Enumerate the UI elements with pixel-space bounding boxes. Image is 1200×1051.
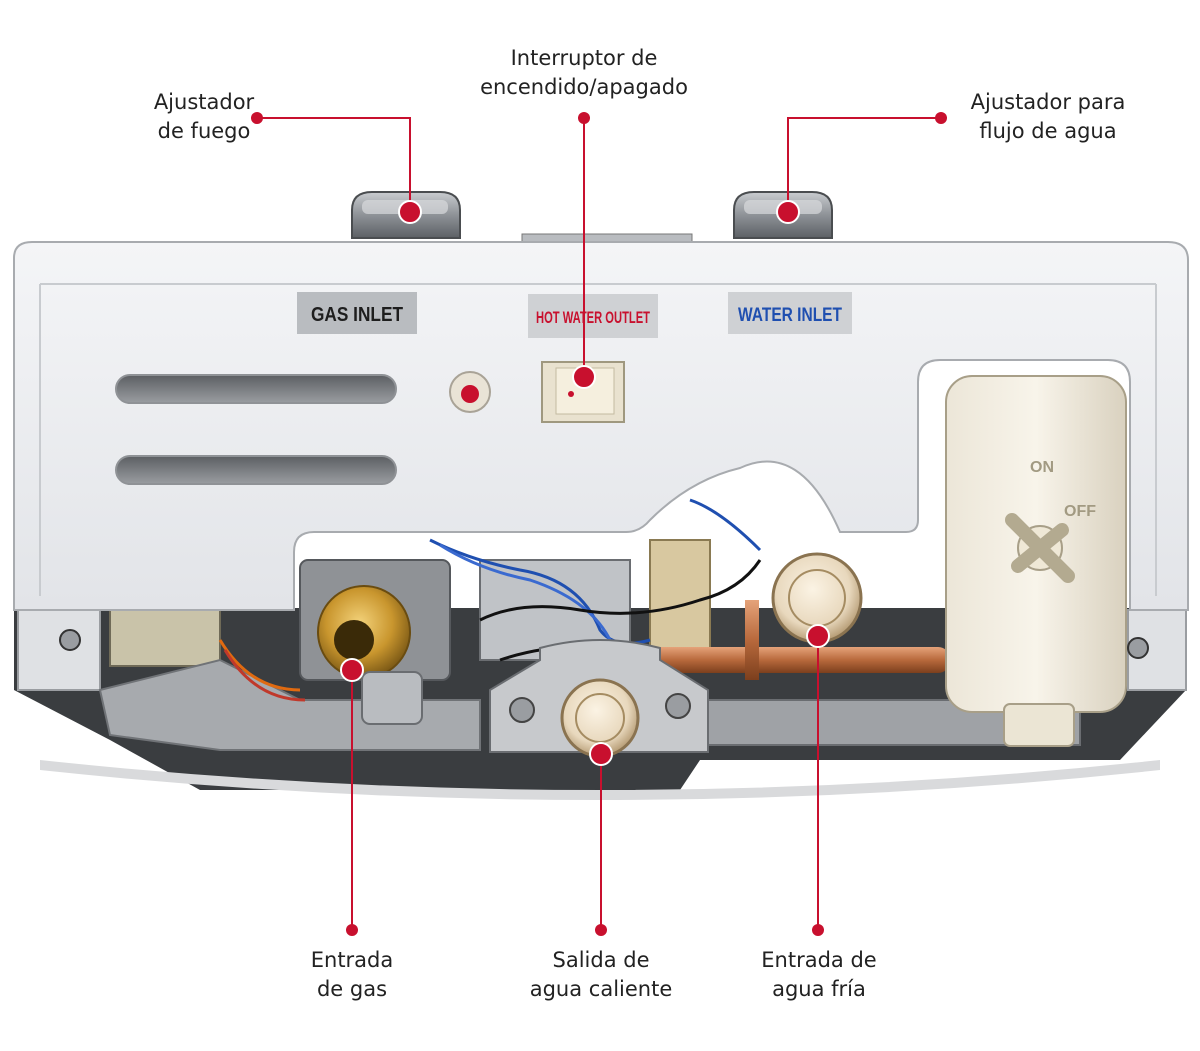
dot-power-switch-label — [578, 112, 590, 124]
gas-inlet-sticker — [297, 292, 417, 334]
water-inlet-sticker — [728, 292, 852, 334]
fire-adjuster-label-line2: de fuego — [157, 119, 251, 143]
gas-inlet-label-line1: Entrada — [310, 948, 394, 972]
dot-cold-water-inlet-label — [812, 924, 824, 936]
dot-water-flow-knob — [776, 200, 800, 224]
hot-water-outlet-sticker-text: HOT WATER OUTLET — [536, 308, 650, 327]
hot-water-outlet-label-line2: agua caliente — [529, 977, 673, 1001]
leader-water-flow-adjuster — [787, 117, 941, 212]
power-switch-label-line2: encendido/apagado — [480, 75, 688, 99]
hot-water-outlet-label-line1: Salida de — [552, 948, 650, 972]
dot-hot-water-outlet — [589, 742, 613, 766]
gas-inlet-sticker-text: GAS INLET — [311, 304, 403, 326]
hot-water-outlet-sticker — [528, 294, 658, 338]
dot-power-switch — [572, 365, 596, 389]
water-flow-adjuster-label-line1: Ajustador para — [970, 90, 1126, 114]
valve-off-label: OFF — [1064, 503, 1096, 520]
power-switch-label: Interruptor de encendido/apagado — [464, 44, 704, 102]
lower-cabinet — [14, 498, 1187, 800]
dot-water-flow-label — [935, 112, 947, 124]
dot-cold-water-inlet — [806, 624, 830, 648]
power-switch-label-line1: Interruptor de — [510, 46, 658, 70]
fire-adjuster-label-line1: Ajustador — [153, 90, 255, 114]
water-flow-adjuster-label-line2: flujo de agua — [979, 119, 1117, 143]
callout-leaders — [251, 112, 947, 936]
dot-gas-inlet — [340, 658, 364, 682]
fire-adjuster-label: Ajustador de fuego — [118, 88, 290, 146]
cold-water-inlet-label: Entrada de agua fría — [738, 946, 900, 1004]
dot-hot-water-outlet-label — [595, 924, 607, 936]
dot-fire-adjuster-knob — [398, 200, 422, 224]
cold-water-inlet-label-line2: agua fría — [772, 977, 866, 1001]
water-flow-adjuster-label: Ajustador para flujo de agua — [958, 88, 1138, 146]
dot-gas-inlet-label — [346, 924, 358, 936]
gas-inlet-label-line2: de gas — [316, 977, 388, 1001]
cold-water-inlet-label-line1: Entrada de — [761, 948, 877, 972]
hot-water-outlet-label: Salida de agua caliente — [516, 946, 686, 1004]
leader-fire-adjuster — [257, 117, 411, 212]
water-inlet-sticker-text: WATER INLET — [738, 305, 842, 326]
gas-inlet-label: Entrada de gas — [282, 946, 422, 1004]
dot-fire-adjuster-label — [251, 112, 263, 124]
valve-on-label: ON — [1030, 459, 1054, 476]
